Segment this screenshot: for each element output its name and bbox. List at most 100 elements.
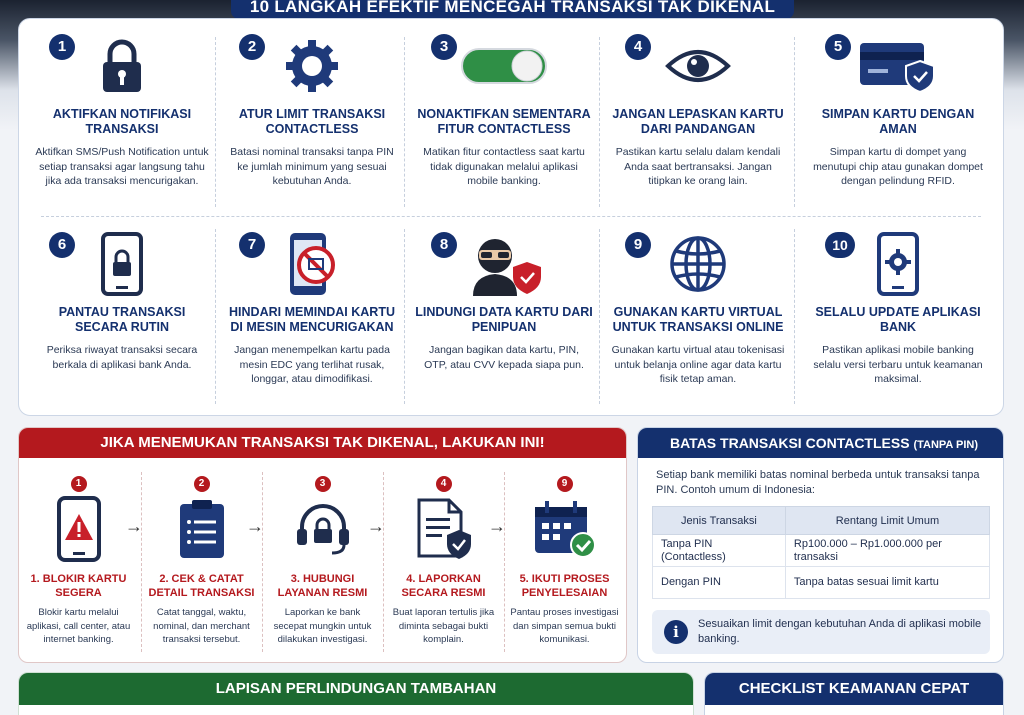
step-number: 7	[239, 232, 265, 258]
extra-protection-panel: LAPISAN PERLINDUNGAN TAMBAHAN	[18, 672, 694, 715]
limits-intro: Setiap bank memiliki batas nominal berbe…	[656, 469, 980, 496]
step-title: SELALU UPDATE APLIKASI BANK	[815, 305, 981, 334]
incident-step-number: 1	[70, 476, 87, 492]
table-cell: Tanpa batas sesuai limit kartu	[784, 566, 991, 599]
table-header: Jenis Transaksi	[652, 506, 786, 535]
arrow-right-icon: →	[246, 516, 264, 536]
arrow-right-icon: →	[367, 516, 385, 536]
step-title: SIMPAN KARTU DENGAN AMAN	[821, 107, 975, 136]
card-shield-icon	[858, 39, 938, 98]
incident-step-title: 3. HUBUNGI LAYANAN RESMI	[277, 573, 368, 599]
incident-step-1: 1 1. BLOKIR KARTU SEGERA Blokir kartu me…	[21, 472, 136, 652]
step-desc: Gunakan kartu virtual atau tokenisasi un…	[611, 344, 785, 385]
arrow-right-icon: →	[125, 516, 143, 536]
headset-lock-icon	[294, 499, 352, 564]
step-1: 1 AKTIFKAN NOTIFIKASI TRANSAKSI Aktifkan…	[27, 19, 217, 199]
incident-panel: JIKA MENEMUKAN TRANSAKSI TAK DIKENAL, LA…	[18, 427, 627, 663]
step-title: ATUR LIMIT TRANSAKSI CONTACTLESS	[238, 107, 386, 136]
table-cell: Dengan PIN	[652, 566, 786, 599]
incident-step-number: 4	[435, 476, 452, 492]
limits-title: BATAS TRANSAKSI CONTACTLESS (TANPA PIN)	[638, 428, 1003, 458]
info-icon: i	[664, 620, 688, 644]
table-cell: Rp100.000 – Rp1.000.000 per transaksi	[784, 534, 991, 567]
page-title: 10 LANGKAH EFEKTIF MENCEGAH TRANSAKSI TA…	[231, 0, 794, 19]
limits-title-text: BATAS TRANSAKSI CONTACTLESS	[670, 435, 910, 451]
incident-step-title: 1. BLOKIR KARTU SEGERA	[30, 573, 127, 599]
step-10: 10 SELALU UPDATE APLIKASI BANK Pastikan …	[803, 217, 993, 397]
gear-icon	[282, 36, 342, 101]
incident-step-title: 2. CEK & CATAT DETAIL TRANSAKSI	[148, 573, 255, 599]
step-7: 7 HINDARI MEMINDAI KARTU DI MESIN MENCUR…	[217, 217, 407, 397]
step-title: GUNAKAN KARTU VIRTUAL UNTUK TRANSAKSI ON…	[612, 305, 784, 334]
step-3: 3 NONAKTIFKAN SEMENTARA FITUR CONTACTLES…	[409, 19, 599, 199]
clipboard-icon	[177, 498, 227, 565]
incident-step-desc: Pantau proses investigasi dan simpan sem…	[510, 607, 619, 645]
incident-step-desc: Blokir kartu melalui aplikasi, call cent…	[26, 607, 131, 645]
step-4: 4 JANGAN LEPASKAN KARTU DARI PANDANGAN P…	[603, 19, 793, 199]
limits-table: Jenis Transaksi Rentang Limit Umum Tanpa…	[652, 506, 991, 599]
step-desc: Jangan bagikan data kartu, PIN, OTP, ata…	[424, 344, 584, 371]
step-number: 1	[49, 34, 75, 60]
step-desc: Simpan kartu di dompet yang menutupi chi…	[813, 146, 983, 187]
table-header: Rentang Limit Umum	[784, 506, 991, 535]
step-2: 2 ATUR LIMIT TRANSAKSI CONTACTLESS Batas…	[217, 19, 407, 199]
step-8: 8 LINDUNGI DATA KARTU DARI PENIPUAN Jang…	[409, 217, 599, 397]
incident-title: JIKA MENEMUKAN TRANSAKSI TAK DIKENAL, LA…	[19, 428, 626, 458]
incident-step-desc: Buat laporan tertulis jika diminta sebag…	[392, 607, 495, 645]
step-number: 10	[825, 232, 855, 258]
toggle-icon	[461, 47, 547, 89]
document-shield-icon	[415, 498, 473, 565]
phone-gear-icon	[877, 231, 919, 301]
phone-prohibited-icon	[286, 231, 338, 302]
step-desc: Pastikan aplikasi mobile banking selalu …	[813, 344, 983, 385]
step-5: 5 SIMPAN KARTU DENGAN AMAN Simpan kartu …	[803, 19, 993, 199]
step-desc: Matikan fitur contactless saat kartu tid…	[423, 146, 585, 187]
incident-step-desc: Laporkan ke bank secepat mungkin untuk d…	[273, 607, 372, 645]
step-number: 6	[49, 232, 75, 258]
calendar-check-icon	[533, 499, 597, 564]
limits-note: i Sesuaikan limit dengan kebutuhan Anda …	[652, 610, 990, 654]
step-number: 2	[239, 34, 265, 60]
step-title: AKTIFKAN NOTIFIKASI TRANSAKSI	[52, 107, 192, 136]
step-desc: Jangan menempelkan kartu pada mesin EDC …	[234, 344, 390, 385]
step-number: 9	[625, 232, 651, 258]
step-desc: Periksa riwayat transaksi secara berkala…	[46, 344, 198, 371]
incident-step-title: 4. LAPORKAN SECARA RESMI	[401, 573, 486, 599]
phone-alert-icon	[56, 495, 101, 567]
step-number: 5	[825, 34, 851, 60]
steps-panel: 1 AKTIFKAN NOTIFIKASI TRANSAKSI Aktifkan…	[18, 18, 1004, 416]
arrow-right-icon: →	[488, 516, 506, 536]
phone-lock-icon	[101, 231, 143, 301]
eye-icon	[665, 46, 731, 91]
step-number: 4	[625, 34, 651, 60]
limits-note-text: Sesuaikan limit dengan kebutuhan Anda di…	[698, 618, 982, 645]
table-row: Tanpa PIN (Contactless) Rp100.000 – Rp1.…	[652, 534, 991, 567]
lock-icon	[99, 38, 145, 99]
incident-step-number: 3	[314, 476, 331, 492]
extra-protection-title: LAPISAN PERLINDUNGAN TAMBAHAN	[19, 673, 693, 705]
incident-step-5: 9 5. IKUTI PROSES PENYELESAIAN Pantau pr…	[507, 472, 622, 652]
checklist-title: CHECKLIST KEAMANAN CEPAT	[705, 673, 1003, 705]
incident-step-number: 9	[556, 476, 573, 492]
step-title: LINDUNGI DATA KARTU DARI PENIPUAN	[415, 305, 593, 334]
checklist-panel: CHECKLIST KEAMANAN CEPAT	[704, 672, 1004, 715]
step-title: JANGAN LEPASKAN KARTU DARI PANDANGAN	[612, 107, 784, 136]
step-6: 6 PANTAU TRANSAKSI SECARA RUTIN Periksa …	[27, 217, 217, 397]
step-desc: Batasi nominal transaksi tanpa PIN ke ju…	[230, 146, 394, 187]
step-9: 9 GUNAKAN KARTU VIRTUAL UNTUK TRANSAKSI …	[603, 217, 793, 397]
globe-icon	[669, 235, 727, 298]
step-title: NONAKTIFKAN SEMENTARA FITUR CONTACTLESS	[417, 107, 591, 136]
incident-step-number: 2	[193, 476, 210, 492]
incident-step-3: 3 3. HUBUNGI LAYANAN RESMI Laporkan ke b…	[265, 472, 380, 652]
step-title: HINDARI MEMINDAI KARTU DI MESIN MENCURIG…	[229, 305, 395, 334]
limits-title-suffix: (TANPA PIN)	[913, 439, 979, 451]
step-title: PANTAU TRANSAKSI SECARA RUTIN	[58, 305, 186, 334]
limits-panel: BATAS TRANSAKSI CONTACTLESS (TANPA PIN) …	[637, 427, 1004, 663]
incident-step-title: 5. IKUTI PROSES PENYELESAIAN	[519, 573, 610, 599]
step-number: 3	[431, 34, 457, 60]
table-cell: Tanpa PIN (Contactless)	[652, 534, 786, 567]
thief-shield-icon	[463, 232, 545, 301]
incident-step-desc: Catat tanggal, waktu, nominal, dan merch…	[153, 607, 250, 645]
table-row: Dengan PIN Tanpa batas sesuai limit kart…	[652, 566, 991, 599]
step-desc: Pastikan kartu selalu dalam kendali Anda…	[615, 146, 781, 187]
